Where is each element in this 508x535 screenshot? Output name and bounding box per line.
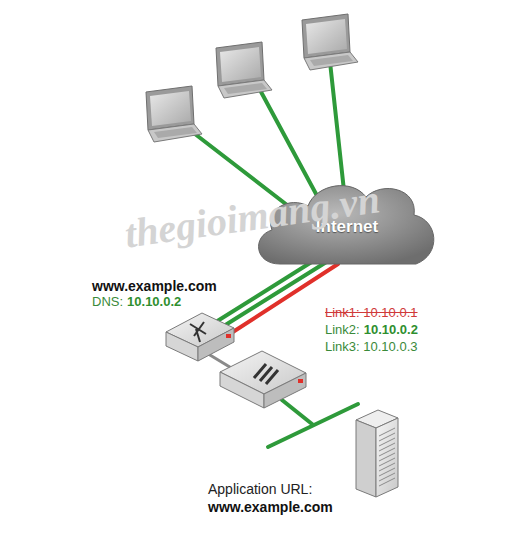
link-address: Link3: 10.10.0.3 [325,340,418,355]
laptop-icon [302,14,358,70]
drive-bay [379,438,395,446]
url-caption: Application URL: [208,481,312,497]
drive-bay [379,453,395,461]
dns-label: DNS: [92,295,123,310]
drive-bay [379,478,395,486]
url-value: www.example.com [208,499,333,515]
drive-bay [379,458,395,466]
link-address: 10.10.0.2 [364,323,418,338]
drive-bay [379,448,395,456]
link-address: Link1: 10.10.0.1 [325,306,418,321]
drive-bay [379,433,395,441]
firewall [220,351,306,408]
drive-bay [379,473,395,481]
drive-bay [379,468,395,476]
domain-name: www.example.com [92,278,217,294]
laptop-icon [146,86,202,142]
drive-bay [379,463,395,471]
dns-address: 10.10.0.2 [127,295,181,310]
link-address: Link2: [325,323,360,338]
drive-bay [379,428,395,436]
load-balancer [166,313,234,361]
lan-link [268,400,358,447]
laptop-icon [216,42,272,98]
drive-bay [379,443,395,451]
server-tower [356,410,398,497]
